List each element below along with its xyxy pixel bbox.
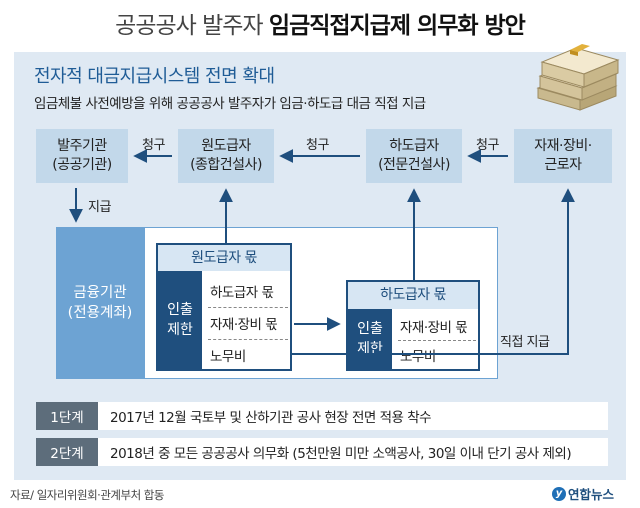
page-title: 공공공사 발주자 임금직접지급제 의무화 방안 xyxy=(0,6,640,40)
description: 임금체불 사전예방을 위해 공공공사 발주자가 임금·하도급 대금 직접 지급 xyxy=(34,96,426,112)
node-sub-type: (전문건설사) xyxy=(378,157,450,173)
prime-item-labor: 노무비 xyxy=(210,349,246,365)
prime-item-sub-share: 하도급자 몫 xyxy=(210,285,274,301)
prime-withdraw-limit: 인출 제한 xyxy=(158,271,202,369)
claim-label-1: 청구 xyxy=(142,138,165,153)
pay-label: 지급 xyxy=(88,200,111,215)
sub-lock-line1: 인출 xyxy=(357,320,383,337)
node-subcontractor: 하도급자 (전문건설사) xyxy=(366,129,462,183)
node-prime-type: (종합건설사) xyxy=(190,157,262,173)
node-prime-name: 원도급자 xyxy=(201,138,251,155)
node-workers-line1: 자재·장비· xyxy=(534,138,592,155)
direct-pay-label: 직접 지급 xyxy=(500,335,550,350)
node-orderer-name: 발주기관 xyxy=(57,138,107,155)
source-note: 자료/ 일자리위원회·관계부처 합동 xyxy=(10,488,164,502)
node-orderer: 발주기관 (공공기관) xyxy=(36,129,128,183)
title-light: 공공공사 발주자 xyxy=(115,13,263,39)
step-1-row: 1단계 2017년 12월 국토부 및 산하기관 공사 현장 전면 적용 착수 xyxy=(36,402,608,430)
step-1-badge: 1단계 xyxy=(36,402,98,430)
finance-account: (전용계좌) xyxy=(67,305,133,321)
claim-label-3: 청구 xyxy=(476,138,499,153)
title-bold: 임금직접지급제 의무화 방안 xyxy=(268,13,526,39)
credit-text: 연합뉴스 xyxy=(568,487,615,502)
step-1-text: 2017년 12월 국토부 및 산하기관 공사 현장 전면 적용 착수 xyxy=(98,402,608,430)
subtitle: 전자적 대금지급시스템 전면 확대 xyxy=(34,66,275,87)
yonhap-logo-icon: y xyxy=(552,486,566,501)
prime-item-material: 자재·장비 몫 xyxy=(210,317,278,333)
sub-item-material: 자재·장비 몫 xyxy=(400,320,468,336)
finance-name: 금융기관 xyxy=(73,284,127,301)
prime-divider-1 xyxy=(208,307,288,308)
node-prime-contractor: 원도급자 (종합건설사) xyxy=(178,129,274,183)
money-stack-icon xyxy=(536,44,620,111)
prime-divider-2 xyxy=(208,339,288,340)
node-orderer-type: (공공기관) xyxy=(52,157,112,173)
step-2-text: 2018년 중 모든 공공공사 의무화 (5천만원 미만 소액공사, 30일 이… xyxy=(98,438,608,466)
sub-share-box: 하도급자 몫 인출 제한 자재·장비 몫 노무비 xyxy=(346,280,480,371)
node-workers: 자재·장비· 근로자 xyxy=(514,129,612,183)
prime-share-box: 원도급자 몫 인출 제한 하도급자 몫 자재·장비 몫 노무비 xyxy=(156,243,292,371)
step-2-badge: 2단계 xyxy=(36,438,98,466)
claim-label-2: 청구 xyxy=(306,138,329,153)
node-workers-line2: 근로자 xyxy=(544,157,582,173)
sub-share-head: 하도급자 몫 xyxy=(348,282,478,309)
node-sub-name: 하도급자 xyxy=(389,138,439,155)
prime-lock-line1: 인출 xyxy=(167,301,193,318)
credit: y 연합뉴스 xyxy=(552,484,614,503)
financial-institution: 금융기관 (전용계좌) xyxy=(56,227,144,379)
arrow-direct-pay-to-workers xyxy=(292,188,575,355)
step-2-row: 2단계 2018년 중 모든 공공공사 의무화 (5천만원 미만 소액공사, 3… xyxy=(36,438,608,466)
sub-divider-1 xyxy=(398,340,476,341)
prime-share-head: 원도급자 몫 xyxy=(158,245,290,271)
prime-lock-line2: 제한 xyxy=(167,322,193,338)
